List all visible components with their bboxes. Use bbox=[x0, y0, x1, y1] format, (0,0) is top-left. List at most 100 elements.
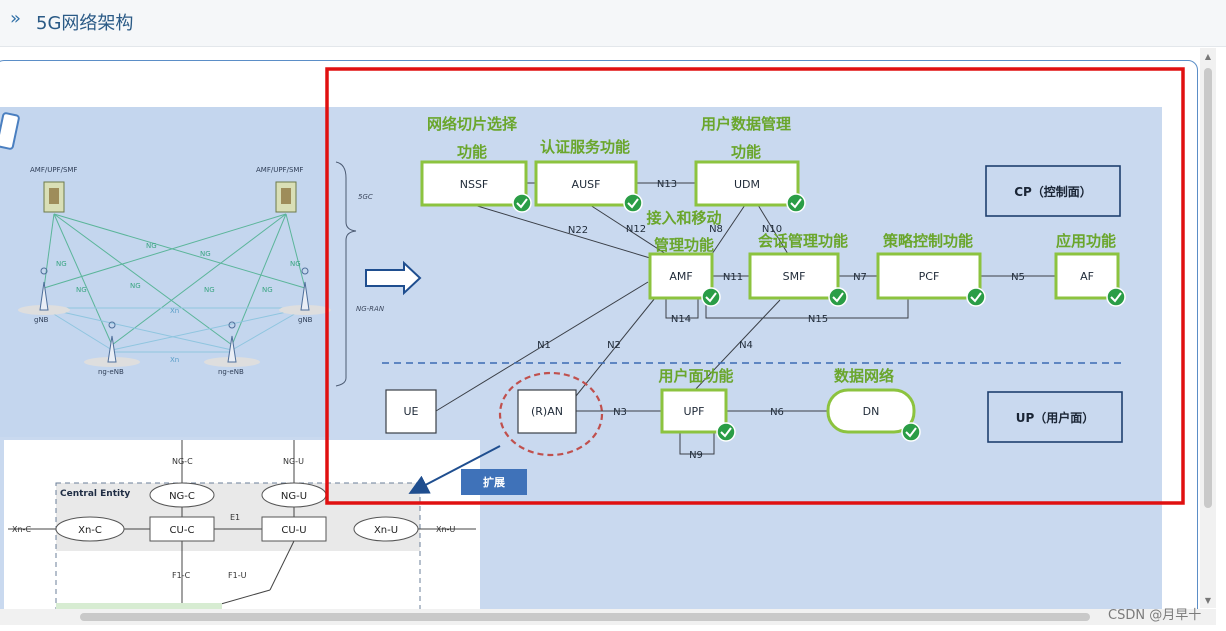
watermark: CSDN @月早十 bbox=[1108, 608, 1202, 623]
af-box bbox=[1054, 252, 1120, 300]
nf-title: 认证服务功能 bbox=[540, 138, 630, 156]
link-label: NG bbox=[262, 286, 273, 294]
oval-label: Xn-C bbox=[78, 525, 102, 536]
oval-label: NG-U bbox=[281, 491, 307, 502]
nf-title: 会话管理功能 bbox=[758, 232, 848, 250]
nf-label: AUSF bbox=[572, 178, 601, 191]
nf-label: AF bbox=[1080, 270, 1094, 283]
upf-box bbox=[660, 388, 728, 434]
check-icon bbox=[716, 422, 736, 442]
left-topology-panel bbox=[0, 107, 330, 437]
nf-label: PCF bbox=[919, 270, 940, 283]
nf-title: 接入和移动 bbox=[646, 209, 721, 227]
cu-c-box bbox=[149, 516, 215, 542]
interface-label: N7 bbox=[853, 272, 867, 283]
central-entity-area bbox=[56, 483, 420, 551]
dn-box bbox=[826, 388, 916, 434]
nf-label: (R)AN bbox=[531, 405, 563, 418]
interface-label: N15 bbox=[808, 314, 828, 325]
brace-label: 5GC bbox=[358, 193, 373, 201]
right-arrow-icon bbox=[365, 260, 422, 296]
interface-label: N5 bbox=[1011, 272, 1025, 283]
nf-label: UE bbox=[403, 405, 418, 418]
nf-label: SMF bbox=[783, 270, 806, 283]
interface-label: N3 bbox=[613, 407, 627, 418]
expand-button[interactable] bbox=[461, 469, 527, 495]
interface-label: N9 bbox=[689, 450, 703, 461]
link-label: NG bbox=[204, 286, 215, 294]
box-label: CU-C bbox=[170, 525, 195, 536]
cu-u-box bbox=[261, 516, 327, 542]
core-label: AMF/UPF/SMF bbox=[30, 166, 77, 174]
ran-highlight-circle bbox=[498, 371, 604, 457]
link-label: Xn bbox=[170, 307, 179, 315]
interface-label: N2 bbox=[607, 340, 621, 351]
vertical-scrollbar[interactable]: ▲ ▼ bbox=[1200, 48, 1216, 608]
interface-label: NG-C bbox=[172, 457, 193, 466]
nf-label: DN bbox=[863, 405, 880, 418]
nf-title: 数据网络 bbox=[834, 367, 894, 385]
cp-plane-box bbox=[985, 165, 1121, 217]
central-entity-label: Central Entity bbox=[60, 489, 130, 499]
double-chevron-right-icon[interactable]: » bbox=[10, 8, 22, 29]
link-label: NG bbox=[200, 250, 211, 258]
nf-title: 功能 bbox=[731, 143, 761, 161]
up-plane-label: UP（用户面） bbox=[1016, 410, 1095, 425]
core-label: AMF/UPF/SMF bbox=[256, 166, 303, 174]
check-icon bbox=[966, 287, 986, 307]
link-label: NG bbox=[290, 260, 301, 268]
left-topology: AMF/UPF/SMF AMF/UPF/SMF NG NG NG NG bbox=[0, 112, 385, 387]
horizontal-scrollbar[interactable] bbox=[0, 609, 1216, 625]
antenna-icon bbox=[204, 321, 260, 367]
box-label: CU-U bbox=[281, 525, 306, 536]
ue-box bbox=[385, 389, 437, 434]
nf-title: 网络切片选择 bbox=[427, 115, 518, 133]
amf-box bbox=[648, 252, 714, 300]
interface-label: N8 bbox=[709, 224, 723, 235]
scroll-down-icon[interactable]: ▼ bbox=[1204, 596, 1212, 605]
sba-diagram: N13 N12 N22 N8 N10 N11 N7 N5 N14 N15 N1 … bbox=[382, 115, 1126, 495]
nf-title: 管理功能 bbox=[654, 236, 714, 254]
interface-label: E1 bbox=[230, 513, 240, 522]
nf-label: UPF bbox=[683, 405, 704, 418]
oval-node bbox=[55, 516, 125, 542]
base-station-label: gNB bbox=[34, 316, 49, 324]
cp-plane-label: CP（控制面） bbox=[1014, 184, 1092, 199]
scroll-thumb[interactable] bbox=[1204, 68, 1212, 508]
link-label: NG bbox=[146, 242, 157, 250]
nf-title: 功能 bbox=[457, 143, 487, 161]
check-icon bbox=[828, 287, 848, 307]
interface-label: Xn-U bbox=[436, 525, 455, 534]
interface-label: F1-C bbox=[172, 571, 191, 580]
check-icon bbox=[901, 422, 921, 442]
link-label: NG bbox=[76, 286, 87, 294]
interface-label: N4 bbox=[739, 340, 753, 351]
check-icon bbox=[701, 287, 721, 307]
base-station-label: ng-eNB bbox=[98, 368, 124, 376]
check-icon bbox=[786, 193, 806, 213]
brace-label: NG-RAN bbox=[356, 305, 385, 313]
ausf-box bbox=[534, 160, 638, 207]
expand-arrow bbox=[408, 445, 501, 494]
oval-node bbox=[353, 516, 419, 542]
link-label: NG bbox=[130, 282, 141, 290]
interface-label: N12 bbox=[626, 224, 646, 235]
pcf-box bbox=[876, 252, 982, 300]
nf-title: 用户数据管理 bbox=[701, 115, 791, 133]
interface-label: N6 bbox=[770, 407, 784, 418]
base-station-label: ng-eNB bbox=[218, 368, 244, 376]
scroll-thumb[interactable] bbox=[80, 613, 1090, 621]
up-plane-box bbox=[987, 391, 1123, 443]
bracket bbox=[335, 161, 357, 387]
ran-box bbox=[517, 389, 577, 434]
nf-label: NSSF bbox=[460, 178, 489, 191]
core-server-icon bbox=[275, 181, 297, 213]
nf-title: 应用功能 bbox=[1056, 232, 1116, 250]
scroll-up-icon[interactable]: ▲ bbox=[1204, 52, 1212, 61]
page-title: 5G网络架构 bbox=[36, 13, 134, 34]
core-server-icon bbox=[43, 181, 65, 213]
nf-label: AMF bbox=[669, 270, 692, 283]
nf-label: UDM bbox=[734, 178, 760, 191]
interface-label: N22 bbox=[568, 225, 588, 236]
header-bar: » 5G网络架构 bbox=[0, 0, 1226, 47]
